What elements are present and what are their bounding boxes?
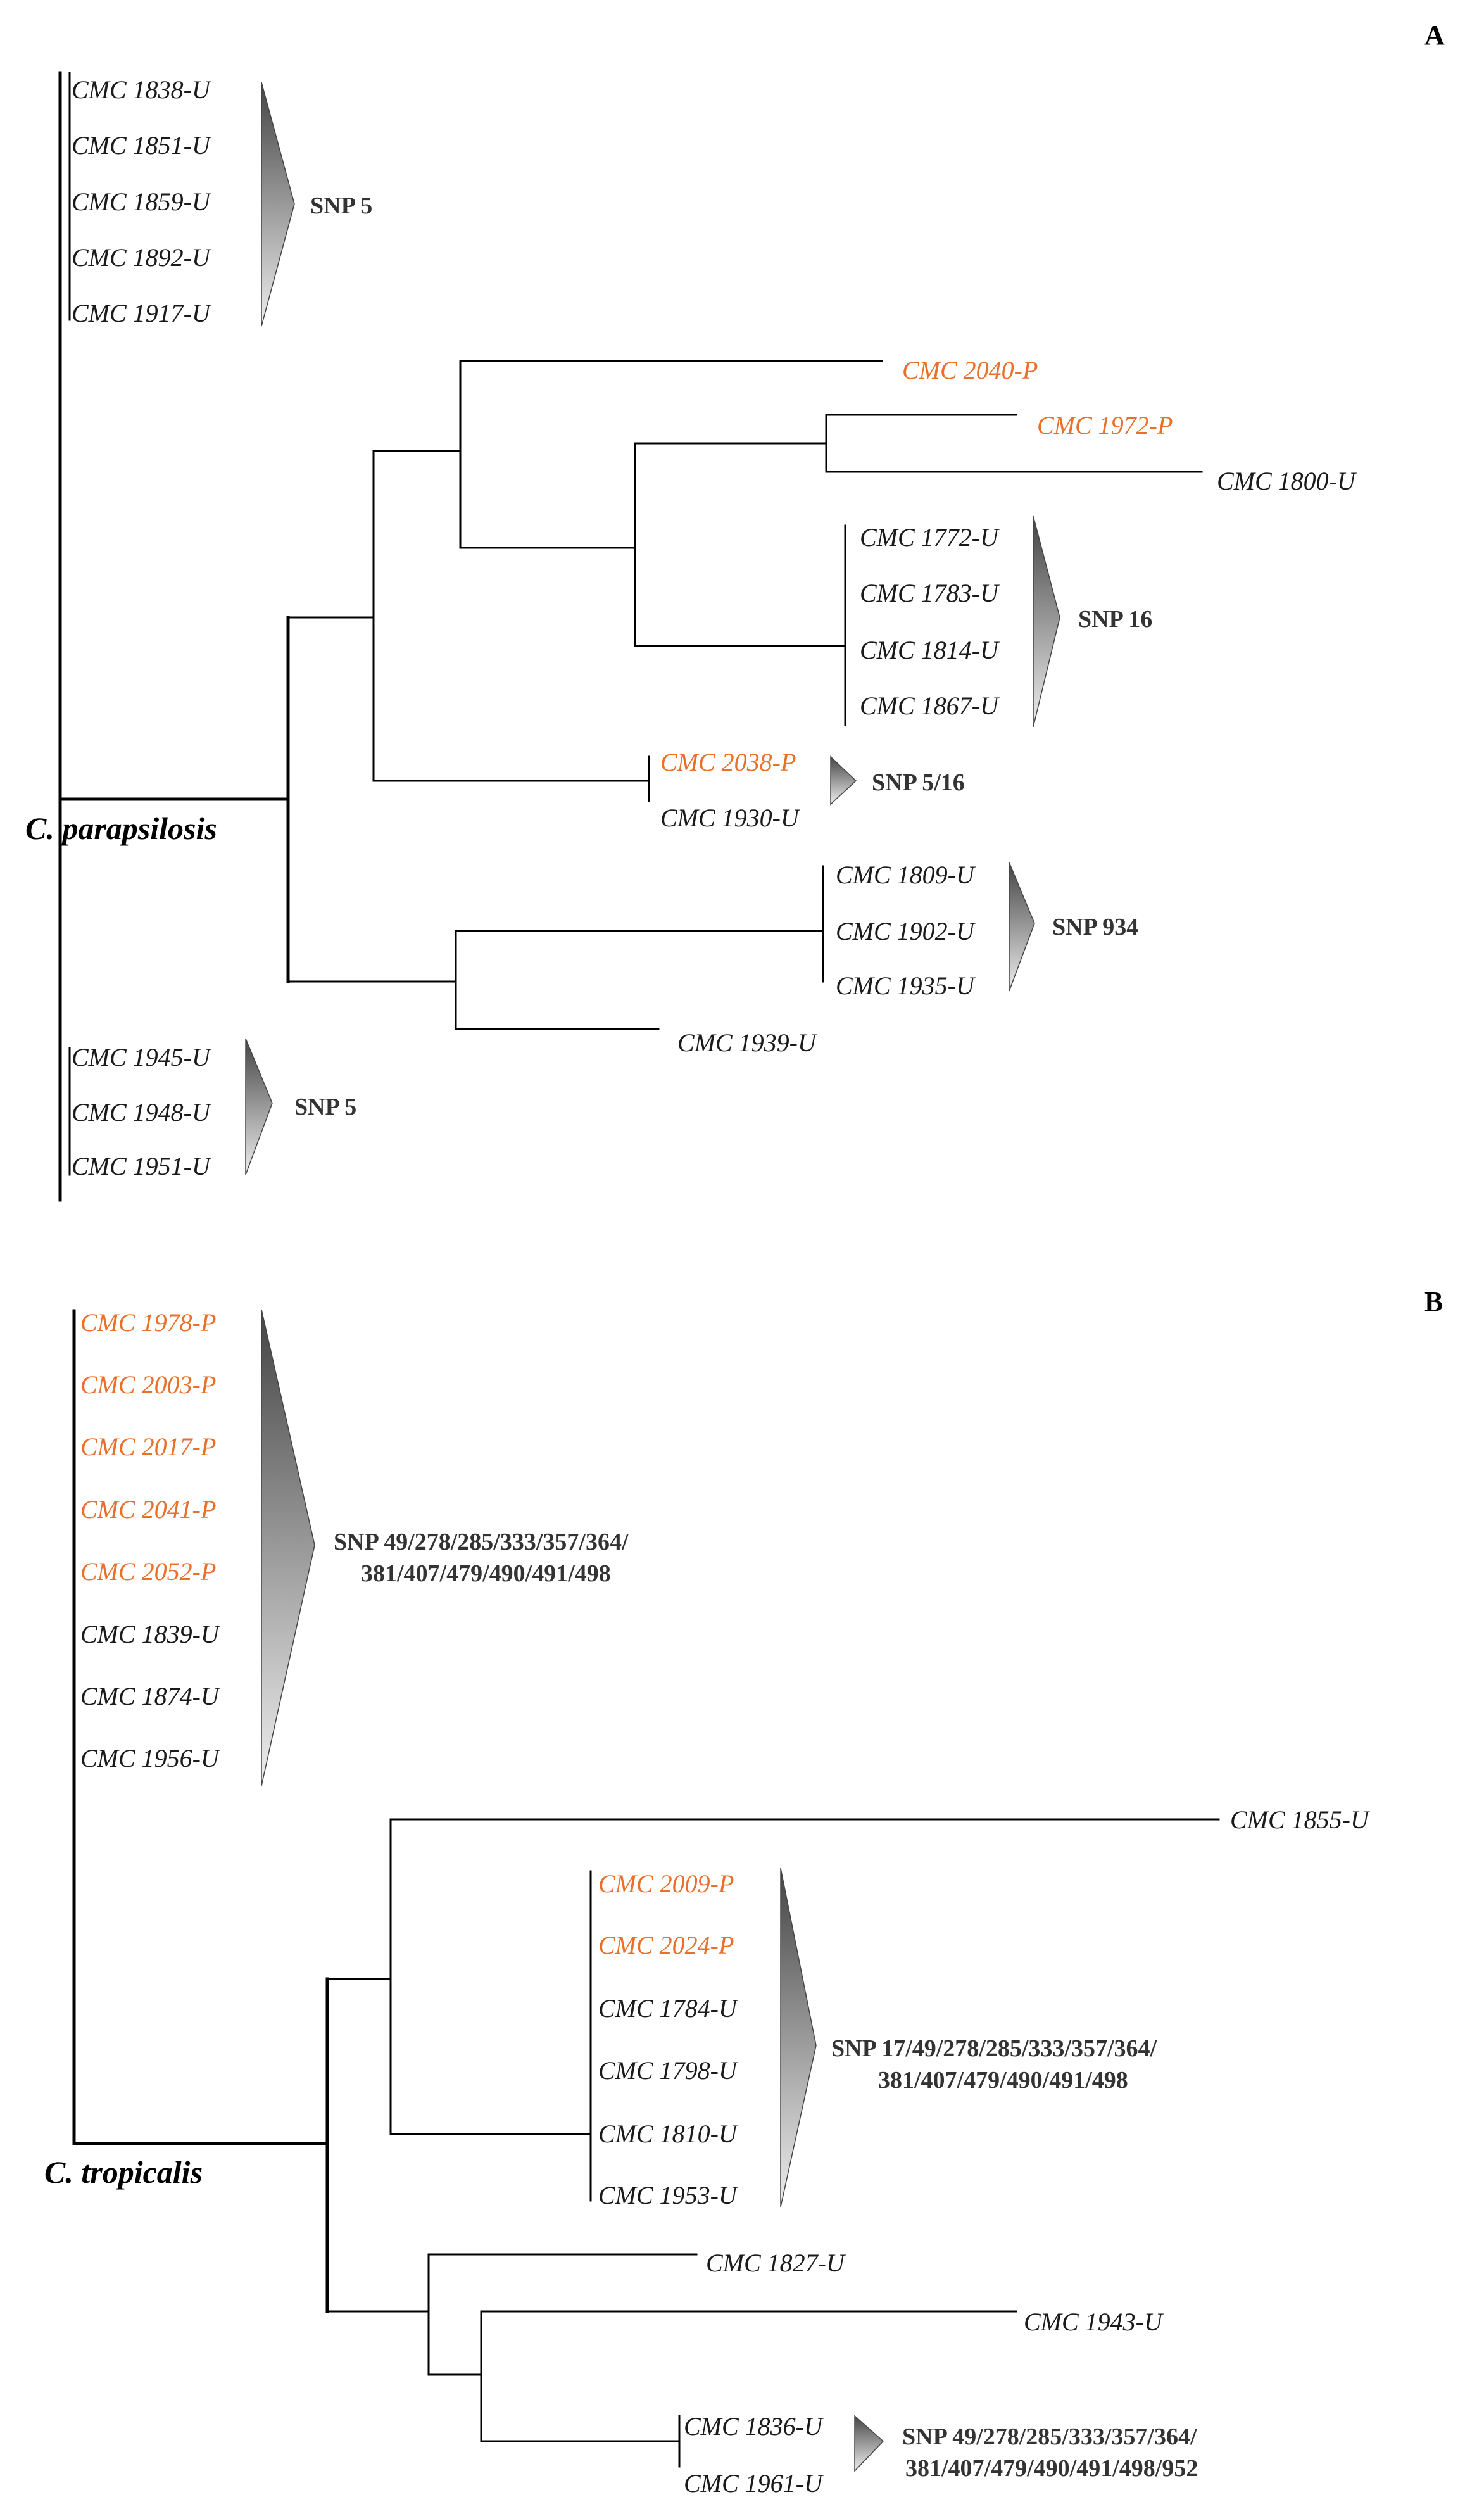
tip-label: CMC 2041-P	[80, 1495, 216, 1524]
tip-label: CMC 1961-U	[684, 2469, 824, 2498]
snp-annotation: SNP 5/16	[872, 769, 965, 796]
tip-label: CMC 2017-P	[80, 1432, 216, 1461]
tip-label: CMC 2024-P	[598, 1931, 734, 1959]
tip-label: CMC 1783-U	[860, 579, 1000, 607]
snp-annotation: SNP 49/278/285/333/357/364/	[334, 1529, 629, 1555]
tip-label: CMC 1814-U	[860, 636, 1000, 664]
snp-annotation: 381/407/479/490/491/498	[878, 2067, 1128, 2094]
snp-annotation: SNP 5	[294, 1094, 356, 1120]
panel-a: A	[25, 20, 1445, 1202]
tip-label: CMC 1943-U	[1024, 2308, 1164, 2336]
collapsed-clade-triangle	[854, 2415, 884, 2472]
collapsed-clade-triangle	[261, 82, 295, 327]
tip-label: CMC 1810-U	[598, 2120, 739, 2148]
snp-annotation: SNP 16	[1078, 606, 1152, 633]
collapsed-clade-triangle	[830, 755, 857, 806]
snp-annotation: SNP 934	[1052, 914, 1138, 940]
snp-annotation: 381/407/479/490/491/498/952	[905, 2455, 1198, 2482]
tip-label: CMC 2040-P	[902, 356, 1038, 384]
tip-label: CMC 1851-U	[72, 131, 212, 160]
tip-label: CMC 1800-U	[1217, 467, 1357, 495]
tip-label: CMC 1838-U	[72, 75, 212, 104]
tip-label: CMC 1972-P	[1037, 411, 1173, 439]
tip-label: CMC 1892-U	[72, 243, 212, 272]
snp-annotation: 381/407/479/490/491/498	[361, 1560, 611, 1587]
snp-annotation: SNP 49/278/285/333/357/364/	[902, 2423, 1197, 2450]
tip-label: CMC 1956-U	[80, 1744, 221, 1772]
tip-label: CMC 2003-P	[80, 1370, 216, 1399]
tip-label: CMC 1827-U	[706, 2249, 846, 2277]
collapsed-clade-triangle	[780, 1867, 817, 2208]
tip-label: CMC 1930-U	[660, 804, 801, 832]
tip-label: CMC 1784-U	[598, 1994, 739, 2023]
tip-label: CMC 2009-P	[598, 1869, 734, 1898]
tip-label: CMC 2052-P	[80, 1557, 216, 1586]
tip-label: CMC 1874-U	[80, 1682, 221, 1710]
tip-label: CMC 1798-U	[598, 2056, 739, 2085]
tip-label: CMC 1867-U	[860, 692, 1000, 720]
tip-label: CMC 1953-U	[598, 2181, 739, 2209]
tip-label: CMC 1859-U	[72, 187, 212, 216]
tip-label: CMC 1917-U	[72, 299, 212, 327]
panel-b: B CMC 1978-P	[44, 1286, 1443, 2498]
collapsed-clade-triangle	[245, 1038, 273, 1175]
panel-a-branches	[58, 71, 1203, 1202]
tip-label: CMC 1935-U	[836, 971, 976, 1000]
species-label: C. tropicalis	[44, 2154, 203, 2190]
tip-label: CMC 1836-U	[684, 2412, 824, 2441]
collapsed-clade-triangle	[1009, 862, 1035, 992]
panel-b-label: B	[1424, 1286, 1443, 1317]
tip-label: CMC 1772-U	[860, 523, 1000, 552]
tip-label: CMC 2038-P	[660, 748, 796, 776]
tip-label: CMC 1902-U	[836, 917, 976, 945]
tip-label: CMC 1809-U	[836, 861, 976, 889]
tip-label: CMC 1978-P	[80, 1308, 216, 1337]
species-label: C. parapsilosis	[25, 811, 217, 846]
tip-label: CMC 1945-U	[72, 1043, 212, 1071]
collapsed-clade-triangle	[1033, 515, 1060, 728]
collapsed-clade-triangle	[261, 1309, 315, 1786]
snp-annotation: SNP 17/49/278/285/333/357/364/	[831, 2035, 1157, 2062]
tip-label: CMC 1839-U	[80, 1620, 221, 1648]
tip-label: CMC 1948-U	[72, 1098, 212, 1127]
panel-b-branches	[72, 1309, 1220, 2468]
snp-annotation: SNP 5	[310, 193, 372, 219]
panel-a-label: A	[1424, 20, 1445, 51]
tip-label: CMC 1939-U	[677, 1028, 818, 1057]
tip-label: CMC 1855-U	[1230, 1805, 1371, 1834]
tip-label: CMC 1951-U	[72, 1152, 212, 1180]
